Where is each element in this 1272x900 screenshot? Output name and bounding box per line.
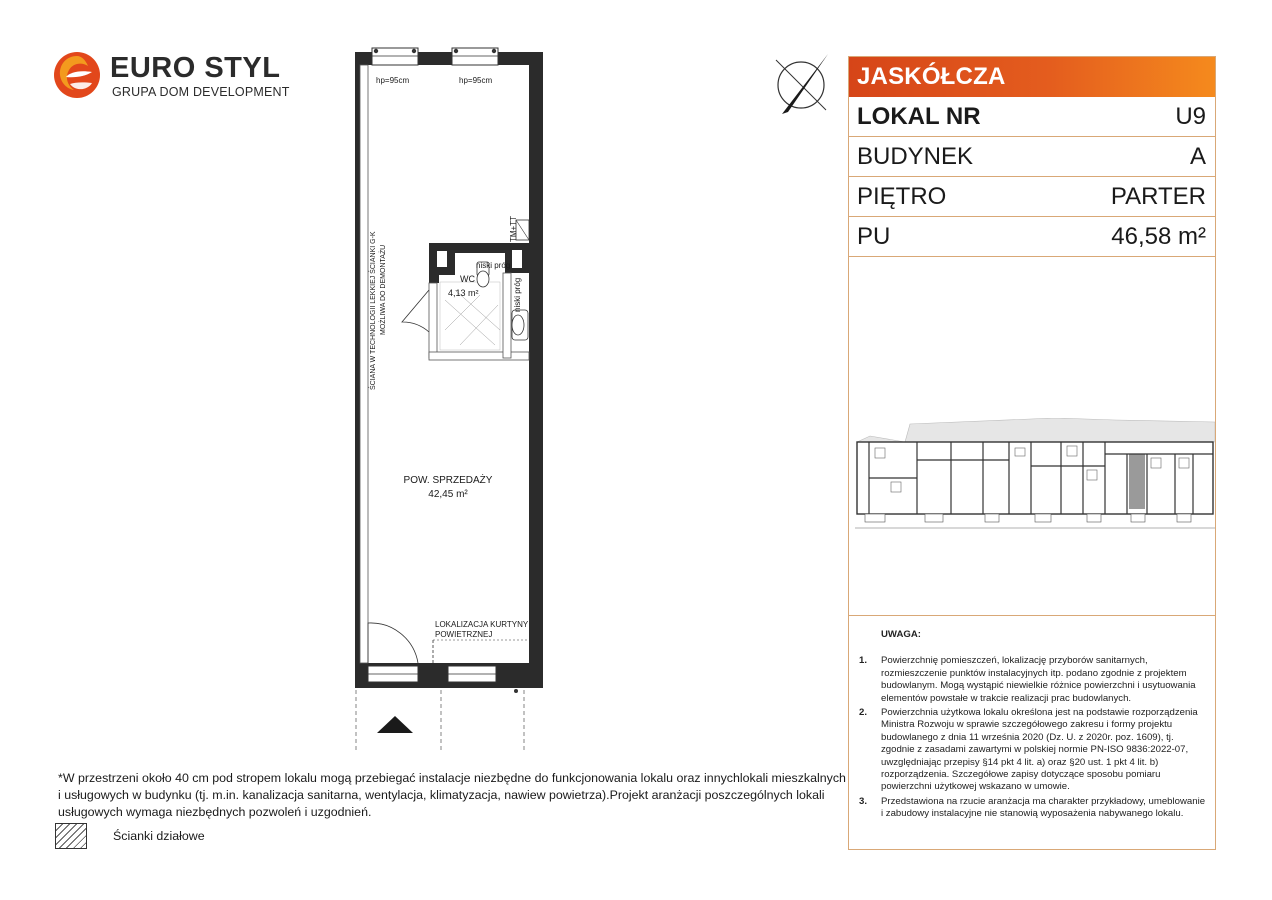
- sales-area-name: POW. SPRZEDAŻY: [404, 473, 493, 486]
- brand-subtitle: GRUPA DOM DEVELOPMENT: [112, 85, 290, 99]
- project-name: JASKÓŁCZA: [849, 57, 1215, 97]
- installation-footnote: *W przestrzeni około 40 cm pod stropem l…: [58, 771, 846, 819]
- info-value: A: [1189, 142, 1206, 170]
- threshold-label: niski próg: [476, 261, 510, 270]
- legend: Ścianki działowe: [55, 823, 205, 849]
- info-row-floor: PIĘTRO PARTER: [849, 177, 1215, 217]
- unit-info-panel: JASKÓŁCZA LOKAL NR U9 BUDYNEK A PIĘTRO P…: [848, 56, 1216, 850]
- info-row-building: BUDYNEK A: [849, 137, 1215, 177]
- window-height-label: hp=95cm: [459, 76, 492, 85]
- brand-name: EURO STYL: [110, 52, 281, 84]
- entrance-arrow-icon: [377, 716, 413, 733]
- wc-area: 4,13 m²: [448, 288, 479, 298]
- note-text: Przedstawiona na rzucie aranżacja ma cha…: [881, 795, 1206, 820]
- info-value: U9: [1175, 102, 1206, 130]
- installation-label: TM+TT: [509, 216, 518, 242]
- wall-note: ŚCIANA W TECHNOLOGII LEKKIEJ ŚCIANKI G-K: [368, 231, 377, 390]
- wall-note: MOŻLIWA DO DEMONTAŻU: [378, 245, 387, 335]
- note-item: 2. Powierzchnia użytkowa lokalu określon…: [859, 707, 1209, 794]
- curtain-label: POWIETRZNEJ: [435, 630, 492, 639]
- curtain-label: LOKALIZACJA KURTYNY: [435, 620, 529, 629]
- notes-title: UWAGA:: [881, 629, 921, 640]
- brand-logo: EURO STYL GRUPA DOM DEVELOPMENT: [52, 50, 289, 105]
- note-text: Powierzchnia użytkowa lokalu określona j…: [881, 707, 1198, 793]
- note-item: 3. Przedstawiona na rzucie aranżacja ma …: [859, 796, 1209, 821]
- window-height-label: hp=95cm: [376, 76, 409, 85]
- window: [451, 47, 499, 66]
- threshold-label: niski próg: [513, 278, 522, 312]
- right-wall: [529, 52, 543, 688]
- info-value: PARTER: [1110, 182, 1206, 210]
- highlighted-unit: [1129, 454, 1145, 509]
- note-number: 3.: [859, 795, 868, 807]
- wc-name: WC: [460, 274, 475, 284]
- legend-label: Ścianki działowe: [113, 829, 205, 843]
- notes-section: UWAGA: 1. Powierzchnię pomieszczeń, loka…: [859, 629, 1209, 823]
- sales-area-value: 42,45 m²: [428, 489, 468, 500]
- note-text: Powierzchnię pomieszczeń, lokalizację pr…: [881, 655, 1196, 704]
- info-label: LOKAL NR: [857, 102, 981, 130]
- north-arrow-icon: [775, 54, 828, 114]
- floor-plan: hp=95cm hp=95cm ŚCIANA W TECHNOLOGII LEK…: [355, 47, 543, 752]
- info-value: 46,58 m²: [1111, 222, 1206, 250]
- info-label: PIĘTRO: [857, 182, 947, 210]
- building-locator-map: [849, 258, 1215, 616]
- note-item: 1. Powierzchnię pomieszczeń, lokalizację…: [859, 655, 1209, 705]
- info-label: PU: [857, 222, 891, 250]
- euro-styl-logo-icon: [54, 52, 100, 98]
- window: [371, 47, 419, 66]
- entrance-door: [367, 622, 419, 664]
- note-number: 2.: [859, 707, 868, 719]
- info-row-unit: LOKAL NR U9: [849, 97, 1215, 137]
- info-row-area: PU 46,58 m²: [849, 217, 1215, 257]
- info-label: BUDYNEK: [857, 142, 974, 170]
- building-plan-thumbnail: [855, 418, 1215, 529]
- note-number: 1.: [859, 655, 868, 667]
- hatch-pattern-icon: [55, 823, 87, 849]
